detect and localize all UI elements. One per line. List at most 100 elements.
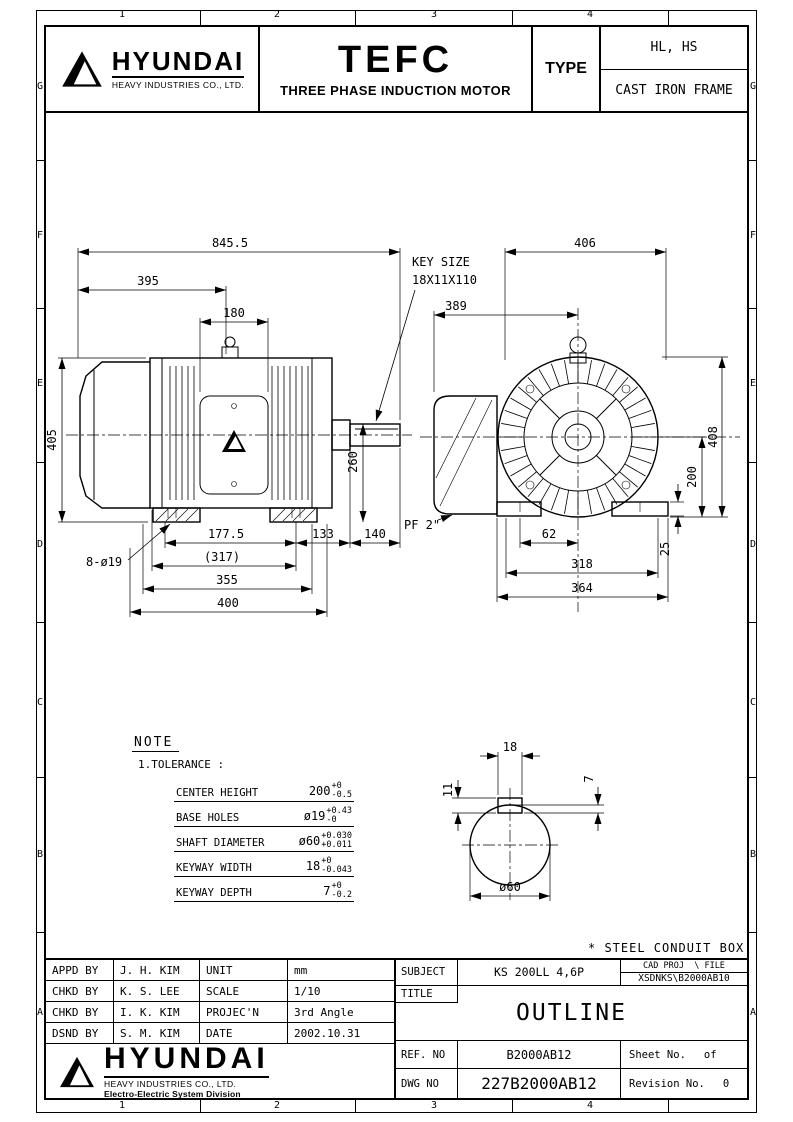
zone-label: C — [749, 697, 757, 708]
dim-318: 318 — [571, 557, 593, 571]
zone-label: B — [36, 849, 44, 860]
approval-name: J. H. KIM — [114, 960, 200, 981]
cad-file-value: XSDNKS\B2000AB10 — [638, 973, 730, 985]
meta-label: DATE — [200, 1023, 288, 1044]
subject-label: SUBJECT — [396, 960, 458, 985]
zone-label: 2 — [273, 9, 281, 20]
zone-label: D — [749, 539, 757, 550]
ref-no-value: B2000AB12 — [458, 1040, 621, 1069]
dim-62: 62 — [542, 527, 556, 541]
zone-label: 1 — [118, 1100, 126, 1111]
zone-label: E — [749, 378, 757, 389]
drawing-title: OUTLINE — [516, 999, 627, 1026]
zone-label: 4 — [586, 1100, 594, 1111]
approval-name: S. M. KIM — [114, 1023, 200, 1044]
sheet-outer-border — [36, 10, 757, 1113]
dim-389: 389 — [445, 299, 467, 313]
dim-25: 25 — [658, 542, 672, 556]
dim-317: (317) — [204, 550, 240, 564]
brand-wordmark: HYUNDAI — [111, 46, 245, 78]
sheet-no-label: Sheet No. — [629, 1048, 686, 1061]
zone-label: 3 — [430, 9, 438, 20]
tolerance-value: ø60 — [298, 833, 321, 848]
ref-no-label: REF. NO — [396, 1040, 458, 1069]
approval-role: CHKD BY — [46, 981, 114, 1002]
hyundai-logo: HYUNDAI HEAVY INDUSTRIES CO., LTD. — [46, 27, 258, 111]
dim-140: 140 — [364, 527, 386, 541]
pf-callout: PF 2" — [404, 518, 440, 532]
dim-shaft-diameter: ø60 — [499, 880, 521, 894]
zone-label: A — [36, 1007, 44, 1018]
zone-label: 2 — [273, 1100, 281, 1111]
tolerance-label: CENTER HEIGHT — [176, 787, 259, 799]
zone-label: E — [36, 378, 44, 389]
type-value-2: CAST IRON FRAME — [615, 82, 733, 98]
dim-keyway-depth: 7 — [582, 775, 596, 782]
dim-408: 408 — [706, 426, 720, 448]
zone-label: 1 — [118, 9, 126, 20]
dim-395: 395 — [137, 274, 159, 288]
dwg-no-value: 227B2000AB12 — [458, 1069, 621, 1099]
product-title-cell: TEFC THREE PHASE INDUCTION MOTOR — [258, 27, 533, 111]
tolerance-note: NOTE 1.TOLERANCE : CENTER HEIGHT 200+0-0… — [130, 731, 375, 902]
shaft — [349, 423, 401, 447]
dim-133: 133 — [312, 527, 334, 541]
tolerance-label: BASE HOLES — [176, 812, 240, 824]
dim-overall-length: 845.5 — [212, 236, 248, 250]
meta-label: SCALE — [200, 981, 288, 1002]
note-title: NOTE — [132, 735, 180, 752]
type-value-1: HL, HS — [601, 27, 747, 70]
tolerance-value: 18 — [305, 858, 321, 873]
subject-value: KS 200LL 4,6P — [458, 960, 621, 985]
tolerance-value: ø19 — [303, 808, 326, 823]
zone-label: A — [749, 1007, 757, 1018]
hyundai-footer-logo: HYUNDAI HEAVY INDUSTRIES CO., LTD. Elect… — [46, 1044, 394, 1099]
keyway — [497, 797, 523, 814]
hyundai-triangle-icon — [60, 1056, 94, 1087]
dim-406: 406 — [574, 236, 596, 250]
meta-value: 2002.10.31 — [288, 1023, 394, 1044]
dim-260: 260 — [346, 451, 360, 473]
cad-file-label: CAD PROJ \ FILE — [621, 960, 747, 973]
type-label: TYPE — [545, 60, 587, 77]
meta-value: 1/10 — [288, 981, 394, 1002]
approval-table: APPD BY J. H. KIM UNIT mm CHKD BY K. S. … — [46, 960, 394, 1044]
lifting-eyebolt — [224, 336, 236, 348]
tolerance-label: KEYWAY WIDTH — [176, 862, 252, 874]
tolerance-value: 7 — [323, 883, 331, 898]
zone-label: B — [749, 849, 757, 860]
approval-name: I. K. KIM — [114, 1002, 200, 1023]
product-title: TEFC — [337, 38, 454, 81]
shaft-end-detail: 18 7 11 ø60 — [441, 740, 604, 901]
dim-364: 364 — [571, 581, 593, 595]
tolerance-row: BASE HOLES ø19+0.43-0 — [174, 802, 354, 827]
revision-value: 0 — [722, 1077, 730, 1090]
side-view-dimensions: 845.5 395 180 405 8-ø19 177.5 133 140 — [45, 236, 477, 617]
revision-label: Revision No. — [629, 1077, 705, 1090]
meta-label: UNIT — [200, 960, 288, 981]
hyundai-triangle-icon — [61, 51, 102, 87]
title-label: TITLE — [396, 985, 458, 1003]
key-size-callout: KEY SIZE — [412, 255, 470, 269]
steel-conduit-note: * STEEL CONDUIT BOX — [588, 941, 745, 955]
dim-base-holes: 8-ø19 — [86, 555, 122, 569]
zone-label: F — [36, 230, 44, 241]
dim-400: 400 — [217, 596, 239, 610]
approval-role: DSND BY — [46, 1023, 114, 1044]
tolerance-value: 200 — [308, 783, 331, 798]
motor-side-view — [66, 336, 412, 523]
tolerance-row: SHAFT DIAMETER ø60+0.030+0.011 — [174, 827, 354, 852]
zone-label: G — [36, 81, 44, 92]
brand-subtitle: HEAVY INDUSTRIES CO., LTD. — [104, 1079, 237, 1089]
dim-355: 355 — [216, 573, 238, 587]
dim-177-5: 177.5 — [208, 527, 244, 541]
approval-name: K. S. LEE — [114, 981, 200, 1002]
brand-subtitle: HEAVY INDUSTRIES CO., LTD. — [111, 80, 245, 90]
approval-role: CHKD BY — [46, 1002, 114, 1023]
product-subtitle: THREE PHASE INDUCTION MOTOR — [280, 82, 511, 98]
brand-wordmark: HYUNDAI — [104, 1044, 269, 1078]
dim-200: 200 — [685, 466, 699, 488]
meta-label: PROJEC'N — [200, 1002, 288, 1023]
